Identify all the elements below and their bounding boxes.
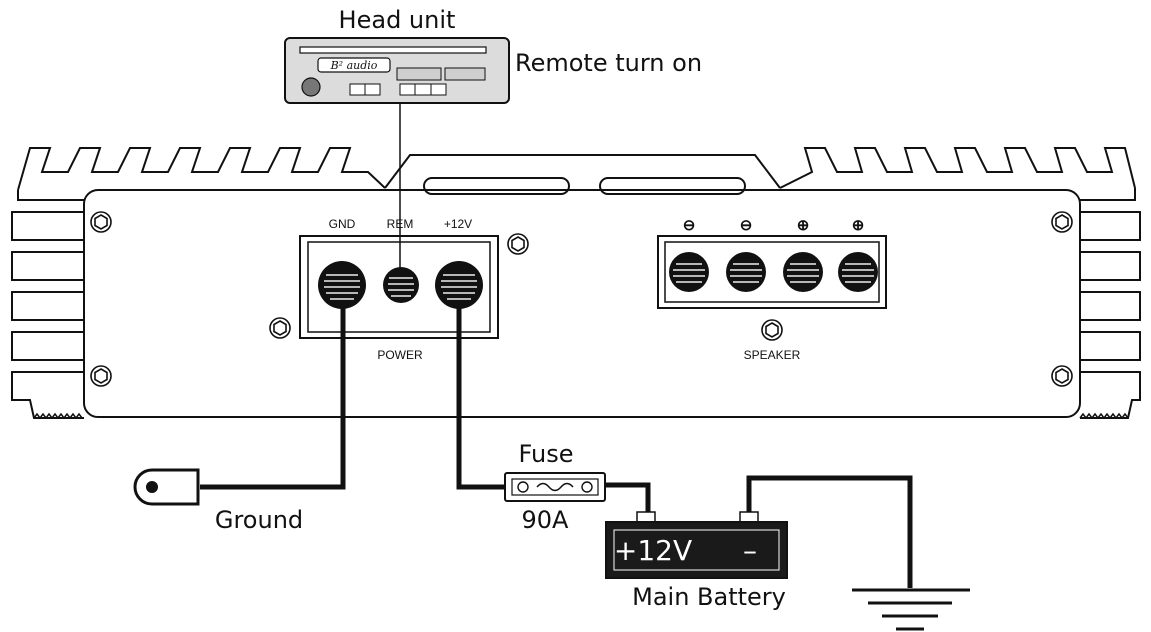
gnd-terminal [318,261,366,309]
main-battery-label: Main Battery [632,583,786,611]
power-wire-to-fuse [456,300,506,490]
heatsink-teeth-right [1079,412,1129,420]
speaker-polarity-4: ⊕ [852,217,865,234]
ground-label: Ground [215,506,303,534]
speaker-terminal [669,252,709,292]
battery-minus-label: – [743,534,757,567]
ground-ring-terminal [133,468,200,506]
v12-terminal [435,261,483,309]
speaker-terminal [726,252,766,292]
remote-turn-on-label: Remote turn on [515,49,702,77]
heatsink-teeth-left [33,412,83,420]
head-unit-label: Head unit [339,6,456,34]
heatsink-outline [11,147,1141,419]
battery-ground-wire [746,475,913,588]
gnd-label: GND [329,217,356,231]
screw-icon [90,211,1073,387]
svg-text:B² audio: B² audio [330,59,378,72]
ground-wire [200,300,346,490]
battery-plus-label: +12V [614,534,692,567]
speaker-terminal [838,252,878,292]
speaker-terminal [783,252,823,292]
v12-terminal-label: +12V [444,217,472,231]
speaker-polarity-3: ⊕ [797,217,810,234]
fuse-label: Fuse [519,440,574,468]
head-unit: B² audio [284,37,510,104]
speaker-label: SPEAKER [744,348,801,362]
earth-ground-icon [852,588,970,631]
fuse-icon [504,472,606,502]
speaker-polarity-1: ⊖ [683,217,696,234]
speaker-terminal-block [657,235,887,309]
brand-logo: B² audio [317,57,391,73]
fuse-rating-label: 90A [522,506,570,534]
rem-terminal [383,267,419,303]
power-terminal-block [299,235,499,339]
speaker-polarity-2: ⊖ [740,217,753,234]
power-label: POWER [377,348,423,362]
battery [605,511,788,579]
power-wire-to-battery [605,482,651,512]
